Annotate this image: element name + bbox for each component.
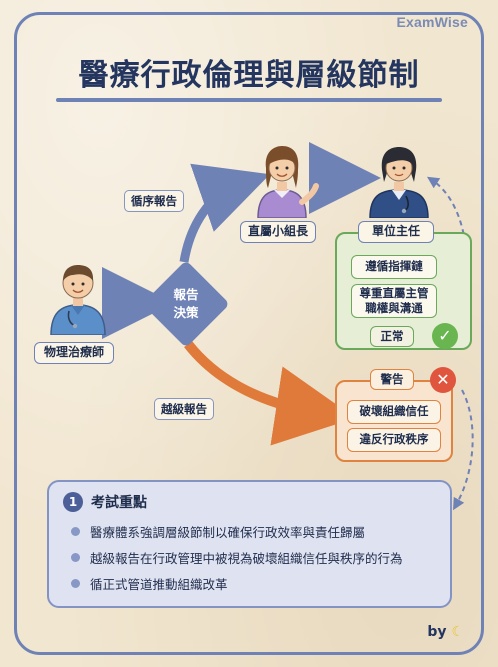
proper-report-label: 循序報告 bbox=[124, 190, 184, 212]
key-points-number: 1 bbox=[63, 492, 83, 512]
group-leader-label: 直屬小組長 bbox=[240, 221, 316, 243]
brand-logo: ExamWise bbox=[396, 14, 468, 30]
normal-item-chain-of-command: 遵循指揮鏈 bbox=[351, 255, 437, 279]
footer-by: by bbox=[427, 624, 447, 640]
bullet-icon bbox=[71, 553, 80, 562]
check-icon: ✓ bbox=[432, 323, 458, 349]
group-leader-figure-icon bbox=[257, 146, 319, 218]
bullet-icon bbox=[71, 527, 80, 536]
page-frame bbox=[14, 12, 484, 655]
dashed-arrow-to-key-points bbox=[453, 389, 474, 511]
banana-icon: ☾ bbox=[451, 624, 464, 640]
decision-text: 報告 決策 bbox=[166, 286, 206, 322]
bullet-icon bbox=[71, 579, 80, 588]
warning-item-trust: 破壞組織信任 bbox=[347, 400, 441, 424]
page-title: 醫療行政倫理與層級節制 bbox=[78, 58, 420, 93]
key-points-panel: 1 考試重點 醫療體系強調層級節制以確保行政效率與責任歸屬 越級報告在行政管理中… bbox=[47, 480, 452, 608]
warning-tag: 警告 bbox=[370, 369, 414, 390]
key-points-title: 考試重點 bbox=[91, 495, 147, 511]
footer-signature: by ☾ bbox=[427, 624, 464, 640]
therapist-figure-icon bbox=[50, 265, 106, 335]
dashed-arrow-director-loop bbox=[426, 176, 468, 321]
normal-item-line-1: 尊重直屬主管 bbox=[359, 286, 429, 300]
title-underline bbox=[56, 98, 442, 102]
cross-icon: ✕ bbox=[430, 367, 456, 393]
key-point-item: 醫療體系強調層級節制以確保行政效率與責任歸屬 bbox=[71, 522, 365, 541]
key-point-text: 循正式管道推動組織改革 bbox=[90, 577, 228, 592]
decision-line-2: 決策 bbox=[173, 305, 199, 320]
arrow-bypass-report bbox=[184, 340, 356, 446]
decision-line-1: 報告 bbox=[173, 287, 199, 302]
key-point-item: 越級報告在行政管理中被視為破壞組織信任與秩序的行為 bbox=[71, 548, 403, 567]
key-point-item: 循正式管道推動組織改革 bbox=[71, 574, 228, 593]
key-point-text: 越級報告在行政管理中被視為破壞組織信任與秩序的行為 bbox=[90, 551, 403, 566]
bypass-report-label: 越級報告 bbox=[154, 398, 214, 420]
warning-item-order: 違反行政秩序 bbox=[347, 428, 441, 452]
arrow-proper-report bbox=[179, 163, 271, 263]
director-figure-icon bbox=[369, 147, 429, 218]
key-point-text: 醫療體系強調層級節制以確保行政效率與責任歸屬 bbox=[90, 525, 366, 540]
normal-item-line-2: 職權與溝通 bbox=[365, 301, 423, 315]
therapist-label: 物理治療師 bbox=[34, 342, 114, 364]
normal-item-respect-supervisor: 尊重直屬主管 職權與溝通 bbox=[351, 284, 437, 318]
normal-tag: 正常 bbox=[370, 326, 414, 347]
director-label: 單位主任 bbox=[358, 221, 434, 243]
